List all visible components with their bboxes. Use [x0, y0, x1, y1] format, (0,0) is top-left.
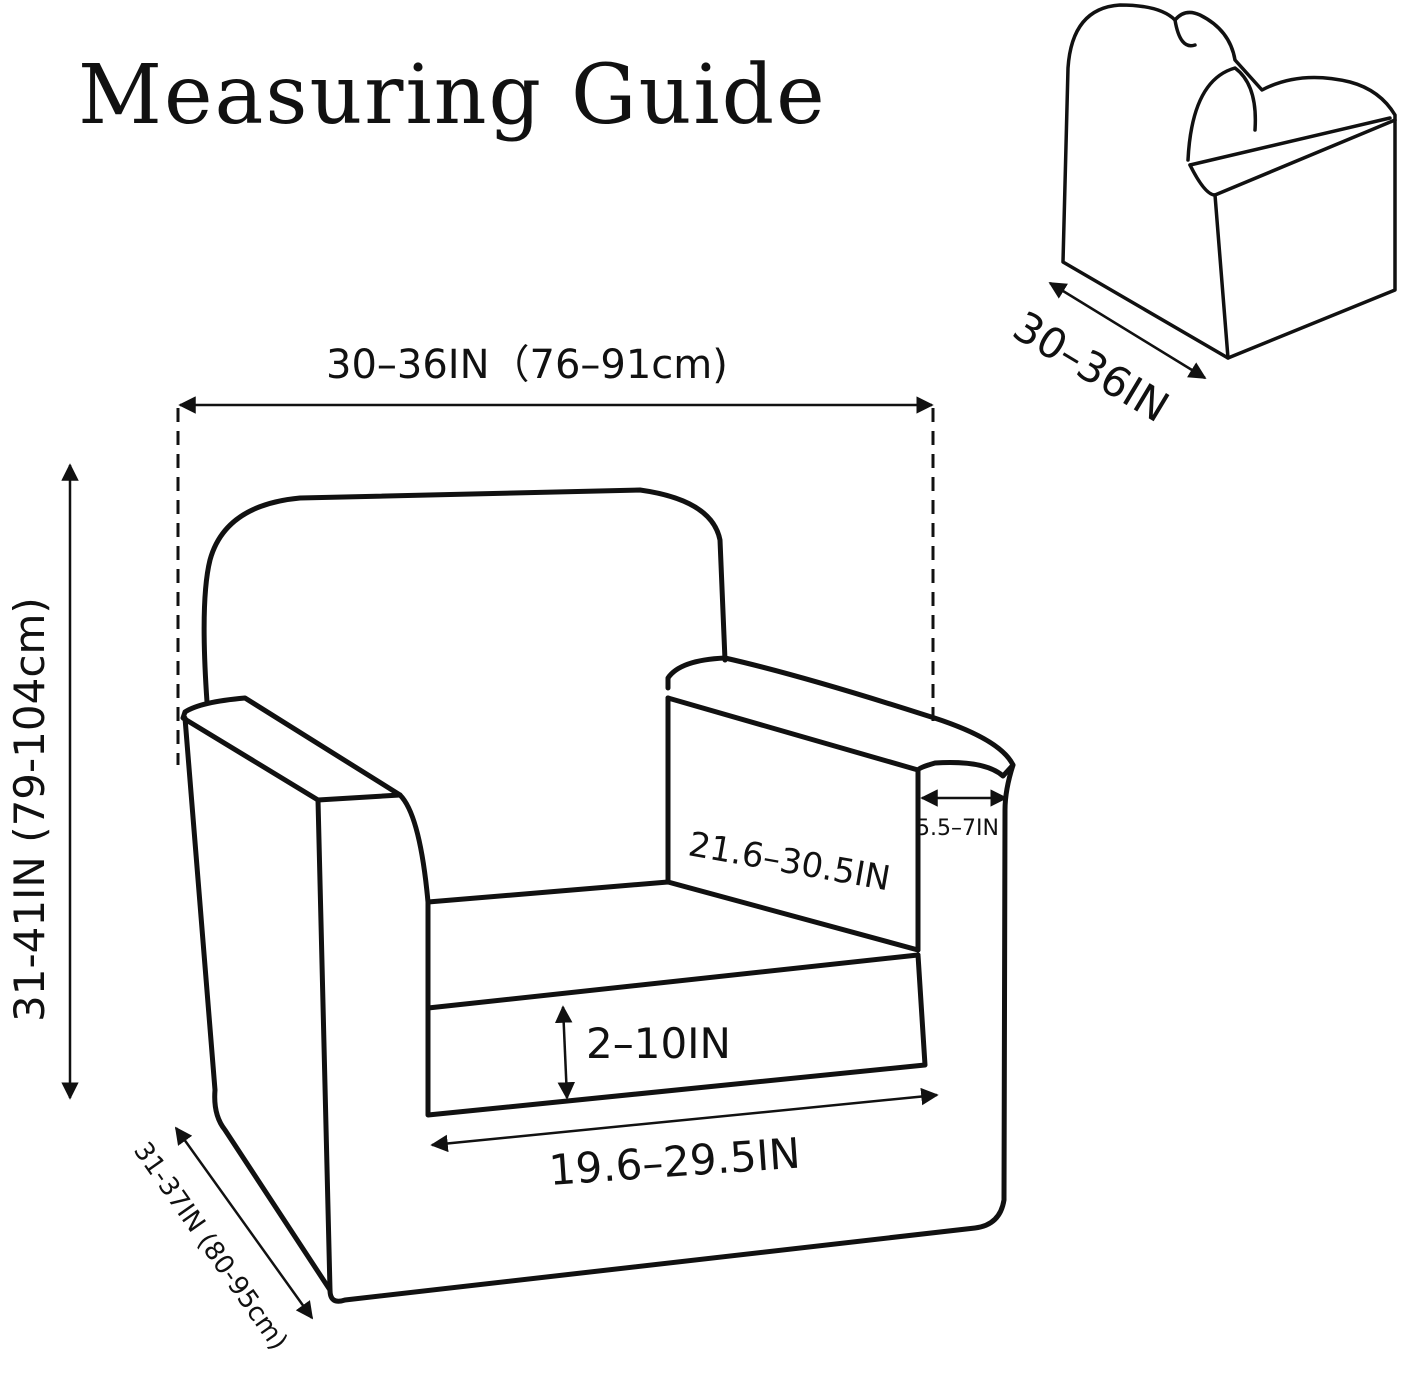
cushion-height-arrow	[554, 1005, 576, 1100]
overall-depth-arrow	[174, 1126, 314, 1320]
page-title: Measuring Guide	[78, 48, 827, 143]
small-chair-illustration	[1061, 3, 1397, 360]
seat-width-label: 19.6–29.5IN	[547, 1129, 802, 1195]
overall-depth-label: 31-37IN (80-95cm)	[127, 1137, 293, 1356]
seat-width-arrow	[430, 1087, 939, 1153]
cushion-height-label: 2–10IN	[586, 1019, 731, 1068]
small-chair-depth-arrow	[1048, 281, 1207, 380]
seat-depth-label: 21.6–30.5IN	[685, 824, 893, 899]
small-chair-depth-label: 30–36IN	[1005, 302, 1177, 432]
overall-width-label: 30–36IN（76–91cm)	[326, 342, 728, 388]
overall-height-label: 31-41IN (79-104cm)	[5, 597, 54, 1022]
arm-width-label: 5.5–7IN	[916, 816, 999, 841]
